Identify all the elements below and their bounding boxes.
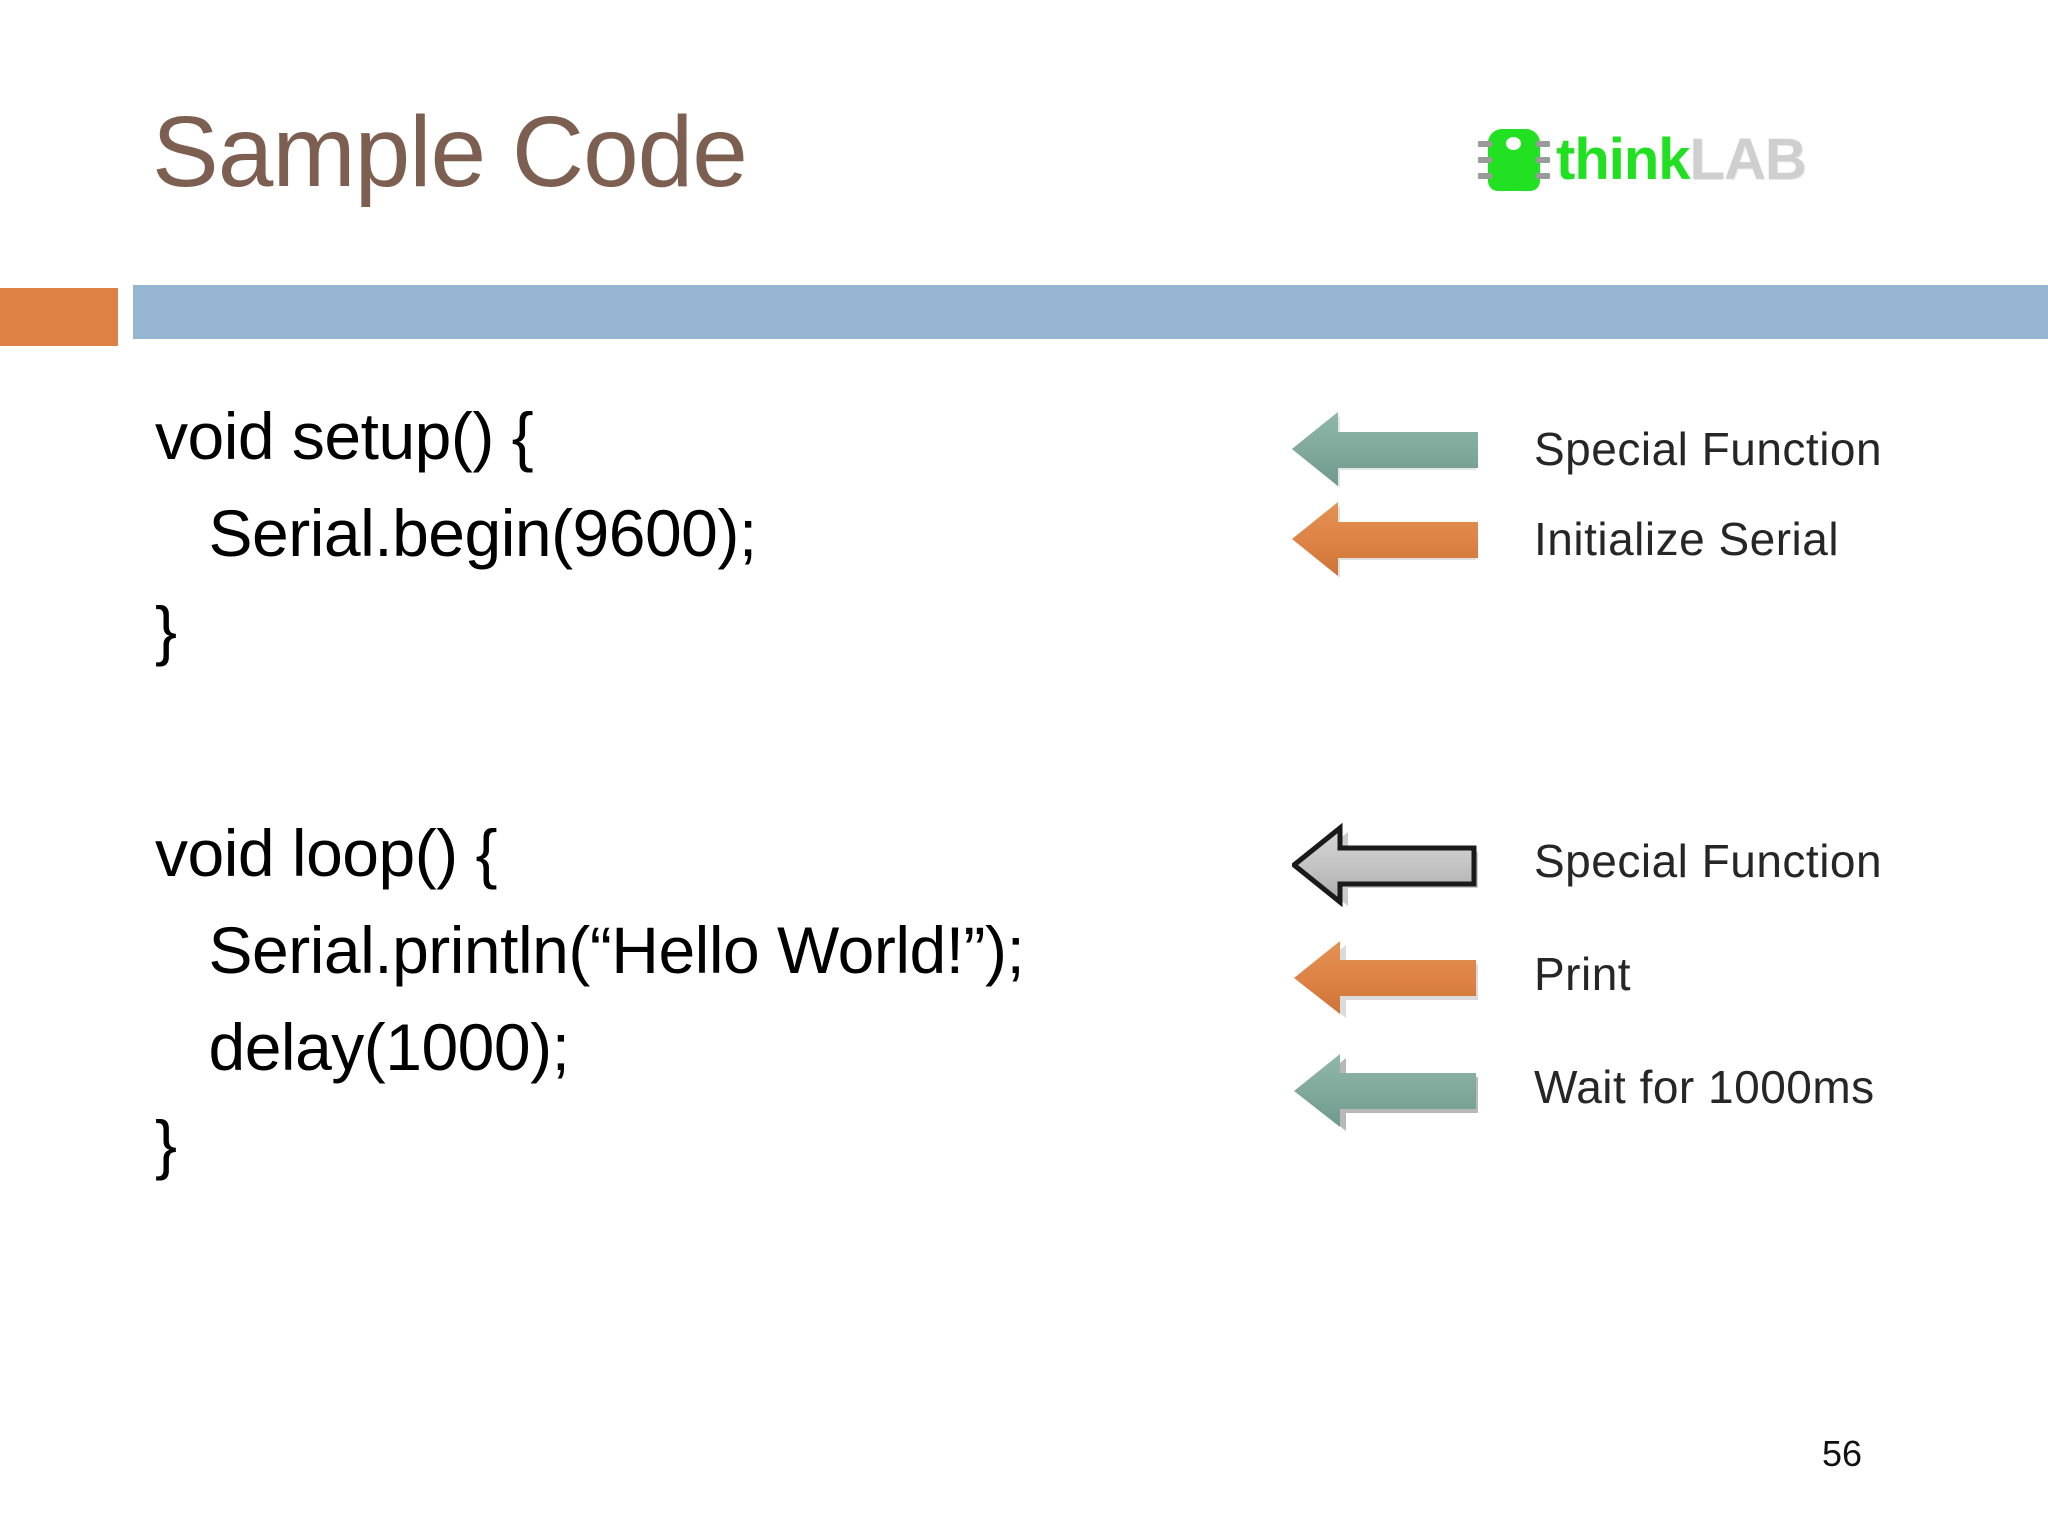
left-arrow-icon-orange [1292,498,1478,580]
annotation-row-wait: Wait for 1000ms [1292,1046,1875,1131]
annotation-row-initialize-serial: Initialize Serial [1292,498,1839,580]
orange-accent-bar [0,288,118,346]
annotation-label: Special Function [1534,835,1883,887]
left-arrow-icon-orange [1292,933,1478,1018]
logo-text-lab: LAB [1689,127,1807,192]
left-arrow-icon-teal [1292,1046,1478,1131]
left-arrow-icon-teal [1292,408,1478,490]
annotation-label: Initialize Serial [1534,513,1840,565]
annotation-row-special-function-setup: Special Function [1292,408,1882,490]
annotation-row-special-function-loop: Special Function [1292,820,1883,908]
annotation-row-print: Print [1292,933,1632,1018]
thinklab-logo: think LAB [1478,118,1807,202]
green-chip-icon [1478,123,1550,197]
blue-divider-bar [133,285,2048,339]
code-block-loop: void loop() { Serial.println(“Hello Worl… [155,816,1025,1181]
annotation-label: Print [1534,948,1632,1000]
code-block-setup: void setup() { Serial.begin(9600); } [155,399,757,667]
annotation-label: Special Function [1534,423,1883,475]
page-title: Sample Code [152,96,748,208]
logo-text-think: think [1556,127,1691,192]
annotation-label: Wait for 1000ms [1534,1061,1875,1113]
left-arrow-icon-gray [1292,820,1478,908]
page-number: 56 [1822,1433,1863,1474]
